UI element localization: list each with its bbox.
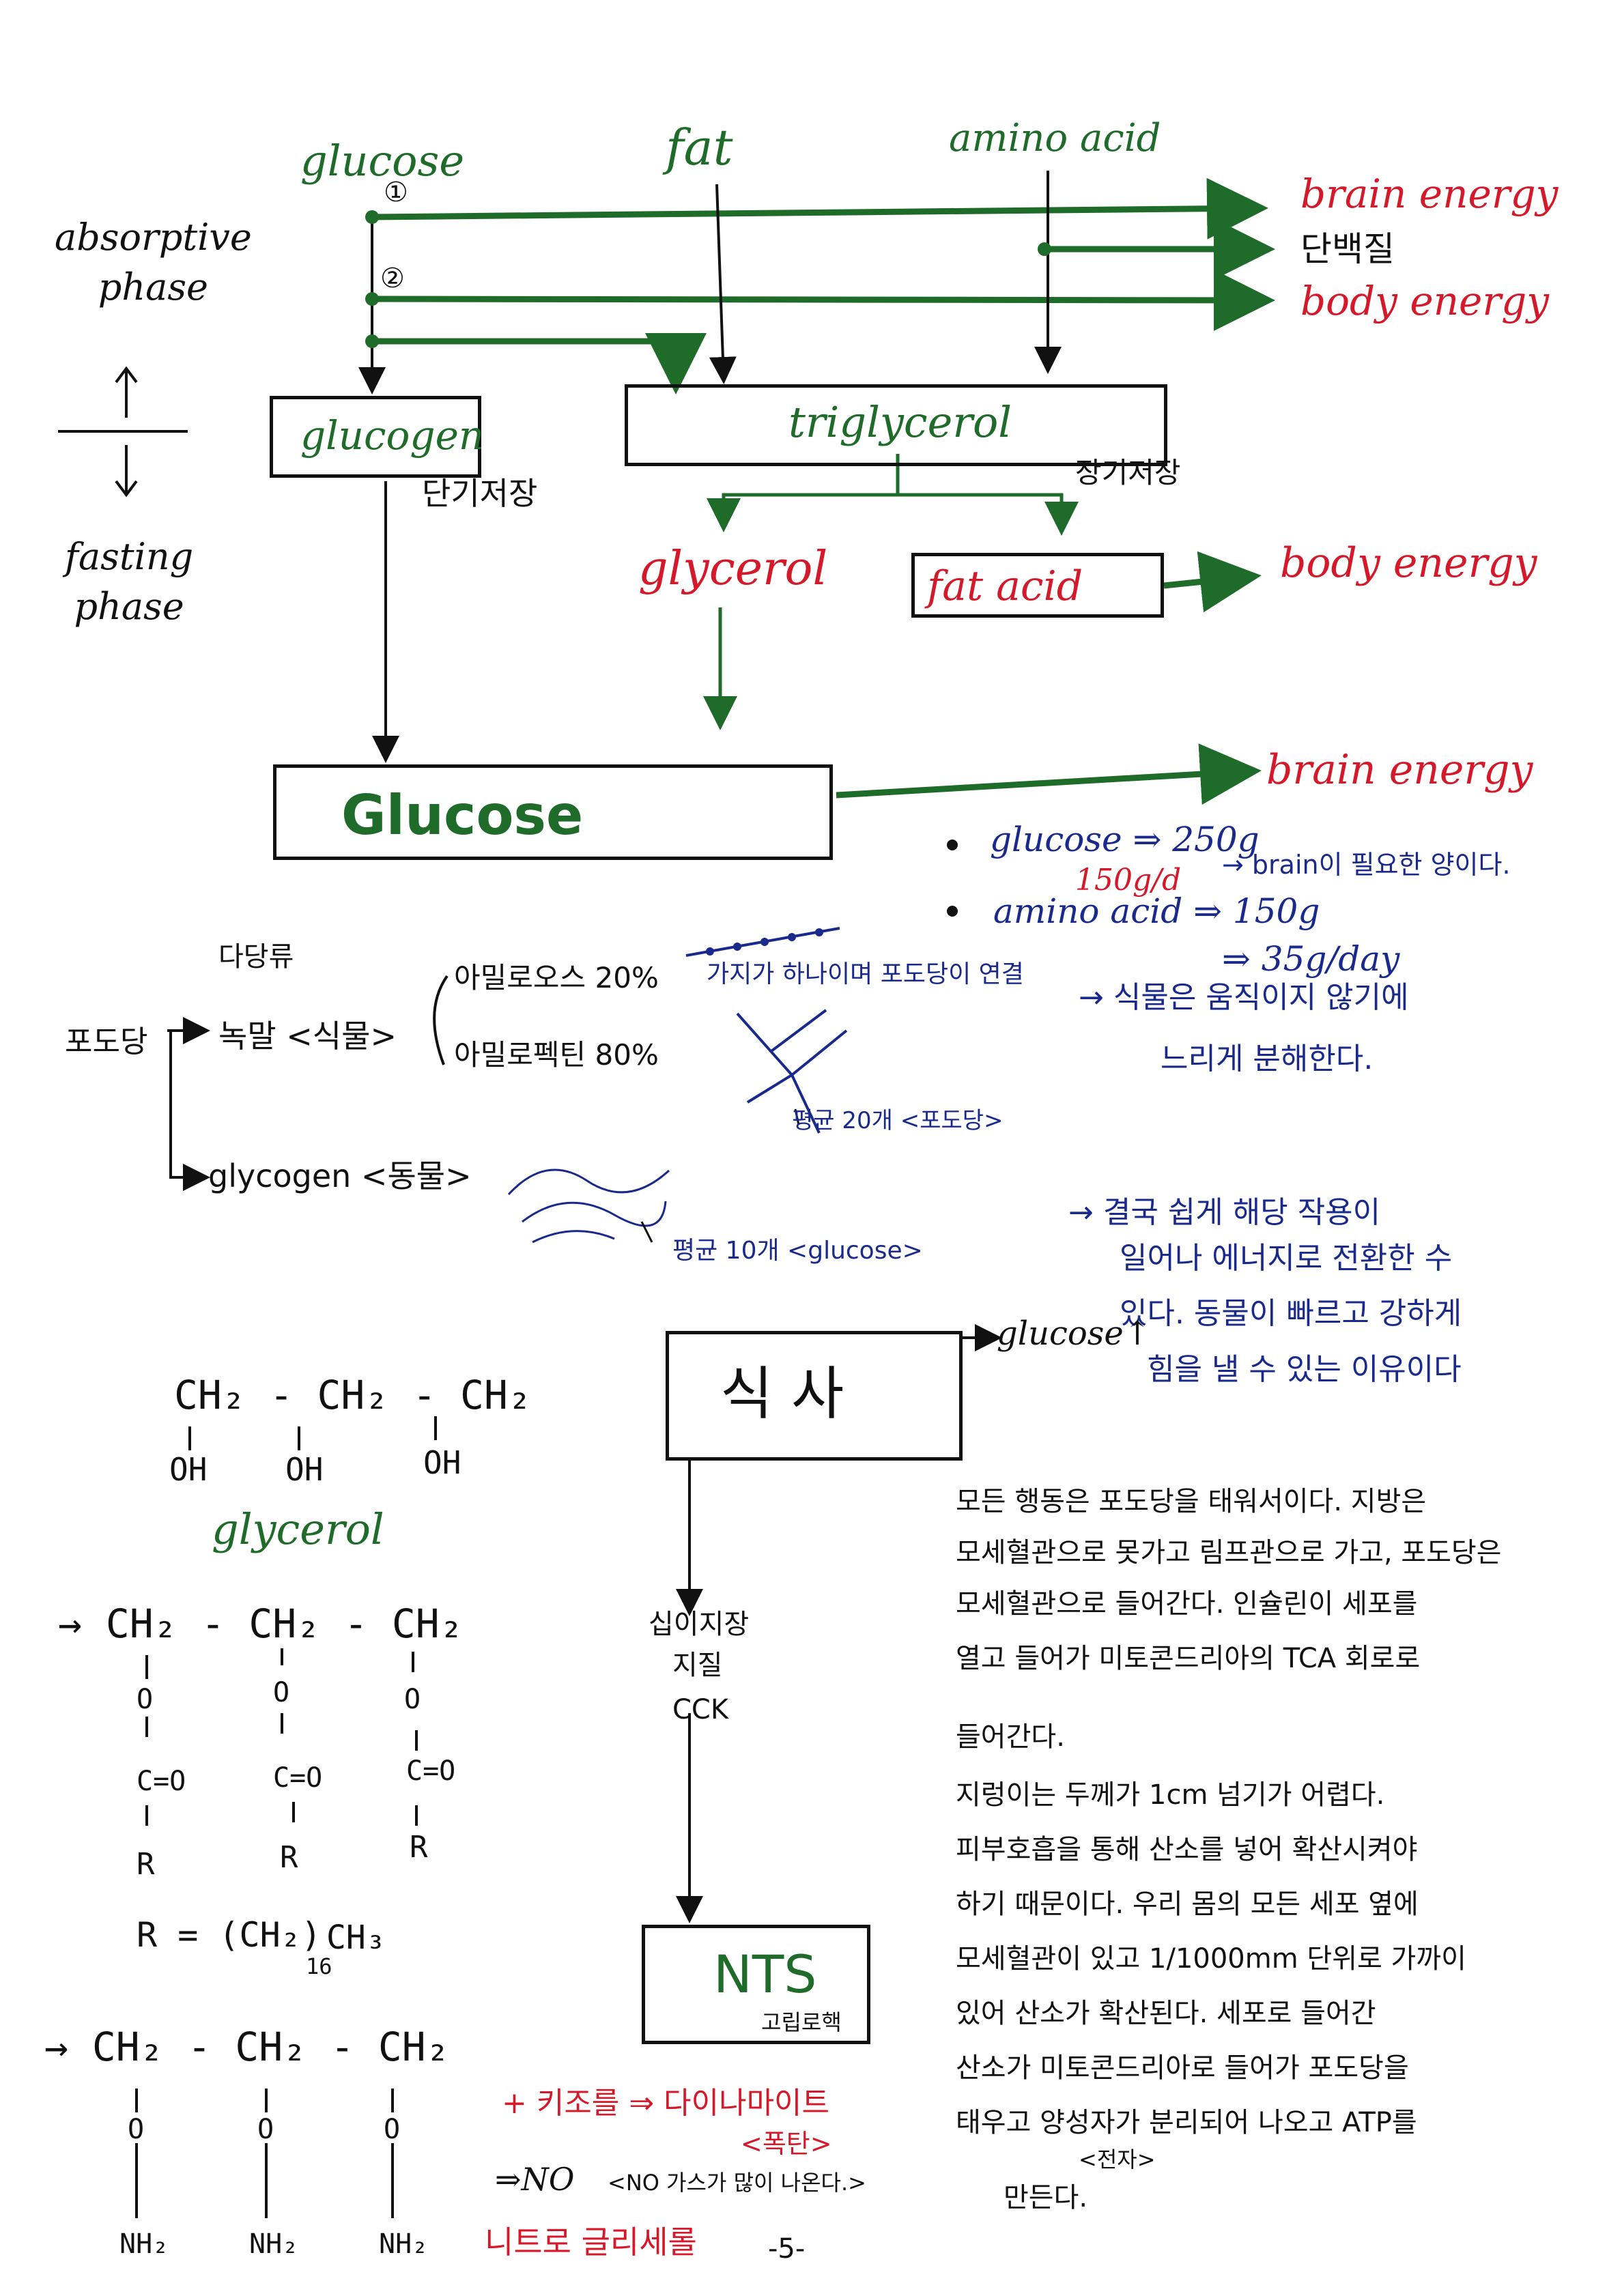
short-storage-label: 단기저장	[422, 475, 538, 512]
nitro-formula: → CH₂ - CH₂ - CH₂	[44, 2024, 450, 2070]
nitro-note-no: ⇒NO	[495, 2161, 575, 2198]
r-subscript: 16	[306, 1953, 332, 1979]
paragraph-electron-note: <전자>	[1079, 2147, 1156, 2172]
long-storage-label: 장기저장	[1075, 456, 1181, 489]
nitro-nh2-2: NH₂	[249, 2228, 299, 2260]
meal-box: 식 사	[666, 1331, 963, 1461]
tri-o-3: O	[404, 1684, 421, 1715]
absorptive-phase-label: absorptive phase	[55, 216, 252, 308]
nts-sublabel: 고립로핵	[761, 2009, 842, 2035]
output-brain-energy: brain energy	[1300, 171, 1559, 217]
meal-glucose-up: glucose↑	[997, 1315, 1152, 1353]
animal-note-1: → 결국 쉽게 해당 작용이	[1068, 1195, 1381, 1230]
tri-o-1: O	[137, 1684, 154, 1715]
glycerol-name: glycerol	[212, 1504, 384, 1554]
marker-1: ①	[384, 177, 408, 208]
fat-acid-body-energy: body energy	[1280, 539, 1537, 587]
note-amino-amount: amino acid ⇒ 150g	[993, 891, 1320, 931]
fat-acid-box: fat acid	[911, 553, 1164, 618]
triglycerol-label: triglycerol	[788, 397, 1012, 447]
nitro-nh2-1: NH₂	[119, 2228, 169, 2260]
polysaccharide-title: 다당류	[218, 941, 294, 973]
glycerol-label: glycerol	[638, 542, 828, 596]
paragraph-line-10: 있어 산소가 확산된다. 세포로 들어간	[956, 1998, 1376, 2029]
nitroglycerin-name: 니트로 글리세롤	[485, 2224, 697, 2261]
note-amino-daily: ⇒ 35g/day	[1222, 939, 1400, 979]
paragraph-line-7: 피부호흡을 통해 산소를 넣어 확산시켜야	[956, 1834, 1418, 1865]
animal-note-2: 일어나 에너지로 전환한 수	[1120, 1241, 1453, 1276]
paragraph-line-2: 모세혈관으로 못가고 림프관으로 가고, 포도당은	[956, 1537, 1502, 1568]
nitro-note-bomb: <폭탄>	[741, 2129, 832, 2159]
glucose-root-label: 포도당	[65, 1024, 148, 1059]
glycerol-oh-2: OH	[285, 1451, 324, 1488]
paragraph-line-4: 열고 들어가 미토콘드리아의 TCA 회로로	[956, 1643, 1421, 1674]
tri-co-2: C=O	[273, 1762, 323, 1794]
output-protein: 단백질	[1300, 229, 1395, 269]
animal-note-3: 있다. 동물이 빠르고 강하게	[1120, 1296, 1462, 1331]
paragraph-line-5: 들어간다.	[956, 1721, 1065, 1753]
amylose-label: 아밀로오스 20%	[454, 961, 659, 994]
glycerol-oh-3: OH	[423, 1444, 461, 1481]
triglycerol-box: triglycerol	[625, 384, 1167, 466]
paragraph-line-12: 태우고 양성자가 분리되어 나오고 ATP를	[956, 2107, 1417, 2138]
glucose-brain-energy: brain energy	[1266, 746, 1533, 794]
r-tail: CH₃	[326, 1919, 386, 1957]
marker-2: ②	[380, 263, 405, 294]
starch-note-1: → 식물은 움직이지 않기에	[1079, 980, 1409, 1015]
glycerol-oh-1: OH	[169, 1451, 208, 1488]
animal-note-4: 힘을 낼 수 있는 이유이다	[1147, 1352, 1462, 1387]
starch-note-2: 느리게 분해한다.	[1161, 1042, 1374, 1076]
duodenum-label: 십이지장	[649, 1609, 750, 1640]
note-glucose-amount: glucose ⇒ 250g	[990, 820, 1260, 859]
meal-label: 식 사	[720, 1360, 844, 1427]
note-glucose-daily: 150g/d	[1075, 863, 1182, 898]
input-amino-acid: amino acid	[949, 116, 1161, 160]
nitro-o-2: O	[257, 2114, 274, 2145]
r-formula: R = (CH₂)	[137, 1915, 322, 1955]
output-body-energy: body energy	[1300, 278, 1550, 324]
glycogen-note: 평균 10개 <glucose>	[672, 1237, 923, 1265]
paragraph-line-6: 지렁이는 두께가 1cm 넘기가 어렵다.	[956, 1779, 1385, 1811]
nitro-o-1: O	[128, 2114, 145, 2145]
glucose-big-label: Glucose	[341, 784, 584, 847]
nitro-note-dynamite: + 키조를 ⇒ 다이나마이트	[502, 2086, 830, 2121]
tri-co-1: C=O	[137, 1766, 186, 1797]
nitro-note-gas: <NO 가스가 많이 나온다.>	[608, 2170, 866, 2196]
tri-o-2: O	[273, 1677, 290, 1708]
triglyceride-formula: → CH₂ - CH₂ - CH₂	[58, 1601, 464, 1647]
paragraph-line-8: 하기 때문이다. 우리 몸의 모든 세포 옆에	[956, 1889, 1419, 1920]
nts-box: NTS 고립로핵	[642, 1925, 870, 2044]
input-fat: fat	[666, 119, 733, 176]
tri-r-1: R	[137, 1847, 155, 1882]
cck-label: CCK	[672, 1694, 729, 1725]
paragraph-line-1: 모든 행동은 포도당을 태워서이다. 지방은	[956, 1486, 1427, 1517]
note-brain-need: → brain이 필요한 양이다.	[1222, 850, 1511, 880]
starch-label: 녹말 <식물>	[218, 1018, 397, 1054]
lipid-label: 지질	[672, 1650, 723, 1681]
tri-co-3: C=O	[406, 1755, 456, 1787]
input-glucose: glucose	[300, 136, 465, 186]
tri-r-3: R	[410, 1830, 428, 1865]
fasting-phase-label: fasting phase	[65, 535, 194, 628]
amylopectin-label: 아밀로펙틴 80%	[454, 1038, 659, 1072]
glucose-big-box: Glucose	[273, 764, 833, 860]
amylose-note: 가지가 하나이며 포도당이 연결	[707, 960, 1024, 988]
glucogen-label: glucogen	[300, 412, 485, 459]
nts-label: NTS	[713, 1944, 817, 2005]
paragraph-line-11: 산소가 미토콘드리아로 들어가 포도당을	[956, 2052, 1409, 2084]
fat-acid-label: fat acid	[927, 562, 1083, 610]
tri-r-2: R	[280, 1840, 298, 1875]
nitro-nh2-3: NH₂	[379, 2228, 429, 2260]
amylopectin-note: 평균 20개 <포도당>	[792, 1107, 1004, 1134]
paragraph-line-9: 모세혈관이 있고 1/1000mm 단위로 가까이	[956, 1943, 1466, 1975]
paragraph-line-3: 모세혈관으로 들어간다. 인슐린이 세포를	[956, 1588, 1418, 1620]
paragraph-line-13: 만든다.	[1004, 2182, 1088, 2213]
glycogen-animal-label: glycogen <동물>	[208, 1158, 472, 1194]
glucogen-box: glucogen	[270, 396, 485, 478]
page-number: -5-	[768, 2233, 806, 2265]
glycerol-formula: CH₂ - CH₂ - CH₂	[174, 1372, 532, 1418]
nitro-o-3: O	[384, 2114, 401, 2145]
